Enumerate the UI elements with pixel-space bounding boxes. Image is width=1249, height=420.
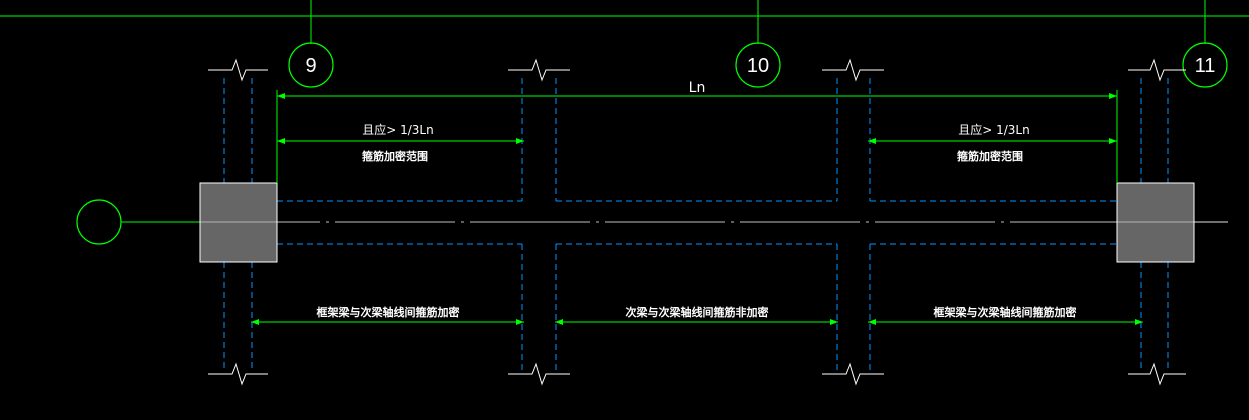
column-right — [1116, 182, 1195, 263]
right-top-label: 且应> 1/3Ln — [958, 122, 1029, 137]
bottom-dimensions — [251, 319, 1143, 325]
right-top-dimension — [868, 138, 1117, 144]
axis-9-label: 9 — [305, 55, 316, 77]
axis-10-label: 10 — [747, 55, 769, 77]
bottom-left-label: 框架梁与次梁轴线间箍筋加密 — [317, 305, 460, 319]
ln-dimension — [276, 90, 1118, 183]
left-top-dimension — [277, 138, 524, 144]
ln-label: Ln — [689, 80, 706, 96]
column-left — [199, 182, 278, 263]
right-top-sub: 箍筋加密范围 — [957, 149, 1023, 163]
secondary-beam-a — [521, 78, 557, 372]
break-lines-top — [208, 58, 1186, 82]
left-axis-bubble — [76, 199, 200, 245]
main-beam — [277, 200, 1117, 245]
axis-11-bubble: 11 — [1182, 42, 1228, 88]
secondary-beam-11 — [1140, 78, 1169, 372]
bottom-right-label: 框架梁与次梁轴线间箍筋加密 — [934, 305, 1077, 319]
axis-9-bubble: 9 — [288, 42, 334, 88]
break-lines-bottom — [208, 362, 1186, 386]
secondary-beam-b — [836, 78, 871, 372]
axis-11-label: 11 — [1195, 55, 1216, 77]
left-top-sub: 箍筋加密范围 — [362, 149, 428, 163]
secondary-beam-9 — [223, 78, 253, 372]
left-top-label: 且应> 1/3Ln — [362, 122, 433, 137]
bottom-mid-label: 次梁与次梁轴线间箍筋非加密 — [626, 305, 769, 319]
axis-10-bubble: 10 — [735, 42, 781, 88]
